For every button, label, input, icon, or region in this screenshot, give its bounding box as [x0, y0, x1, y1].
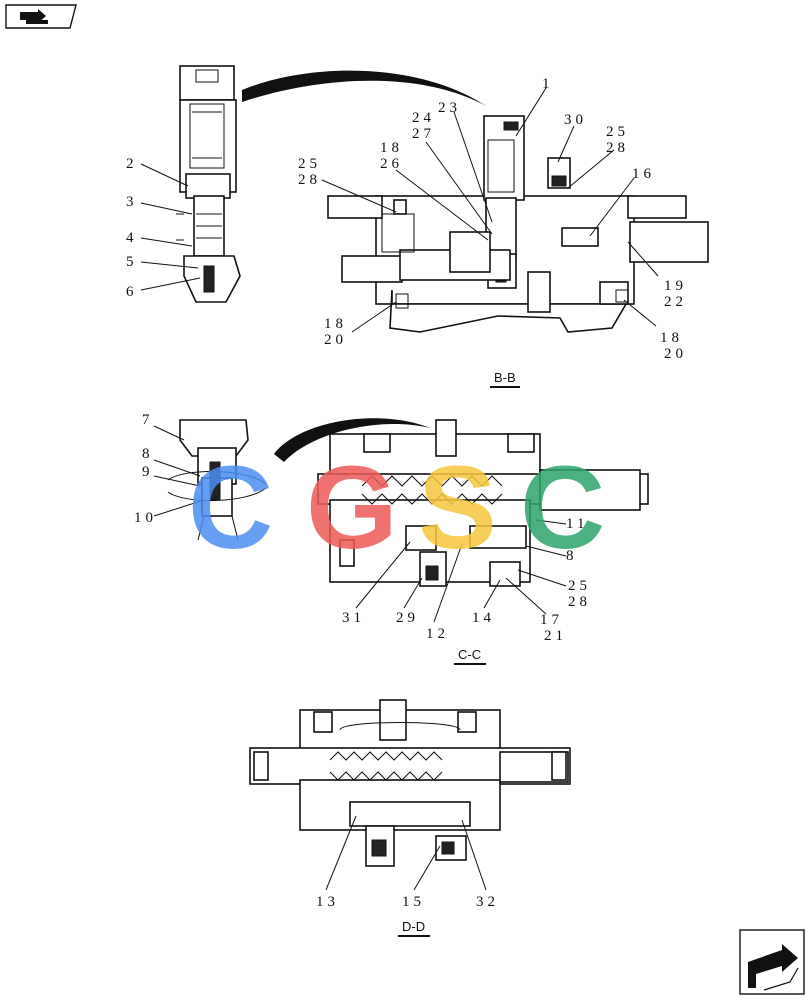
callout-25-top: 25	[606, 124, 629, 140]
callout-20-c: 20	[664, 346, 687, 362]
section-title-bb: B-B	[494, 370, 516, 385]
callout-8-b: 8	[566, 548, 578, 564]
section-dd-valve-body	[249, 699, 571, 867]
callout-31: 31	[342, 610, 365, 626]
callout-9: 9	[142, 464, 154, 480]
callout-18-b: 18	[324, 316, 347, 332]
callout-26: 26	[380, 156, 403, 172]
watermark-letter-g: G	[306, 442, 398, 574]
callout-18-a: 18	[380, 140, 403, 156]
callout-3: 3	[126, 194, 138, 210]
callout-28-cc: 28	[568, 594, 591, 610]
callout-20-b: 20	[324, 332, 347, 348]
callout-1: 1	[542, 76, 554, 92]
callout-16: 16	[632, 166, 655, 182]
callout-15: 15	[402, 894, 425, 910]
watermark-letter-c2: C	[520, 442, 605, 574]
section-title-dd: D-D	[402, 919, 425, 934]
watermark-letter-c1: C	[188, 442, 273, 574]
callout-25-left: 25	[298, 156, 321, 172]
callout-22: 22	[664, 294, 687, 310]
callout-17: 17	[540, 612, 563, 628]
section-bb-valve-body	[327, 115, 709, 333]
callout-8-a: 8	[142, 446, 154, 462]
page-forward-arrow-icon[interactable]	[739, 929, 805, 995]
leader-lines	[140, 87, 659, 891]
callout-28-left: 28	[298, 172, 321, 188]
callout-2: 2	[126, 156, 138, 172]
section-title-cc: C-C	[458, 647, 481, 662]
callout-29: 29	[396, 610, 419, 626]
callout-27: 27	[412, 126, 435, 142]
callout-10: 10	[134, 510, 157, 526]
callout-32: 32	[476, 894, 499, 910]
callout-12: 12	[426, 626, 449, 642]
watermark-letter-s: S	[418, 442, 497, 574]
callout-4: 4	[126, 230, 138, 246]
callout-19: 19	[664, 278, 687, 294]
section-titles: B-B C-C D-D	[398, 370, 520, 937]
callout-11: 11	[566, 516, 588, 532]
callout-21: 21	[544, 628, 567, 644]
callout-7: 7	[142, 412, 154, 428]
callout-25-cc: 25	[568, 578, 591, 594]
book-arrow-icon[interactable]	[5, 4, 77, 29]
callout-13: 13	[316, 894, 339, 910]
section-cc-valve-body	[317, 419, 649, 587]
detail-bb-cartridge	[176, 65, 241, 303]
callout-14: 14	[472, 610, 495, 626]
callout-24: 24	[412, 110, 435, 126]
callout-23: 23	[438, 100, 461, 116]
detail-cc-check-valve	[167, 419, 267, 541]
callout-6: 6	[126, 284, 138, 300]
callout-labels: 1 2 3 4 5 6 23 24 27 30 25 28 18 26 16 2…	[126, 76, 687, 910]
callout-5: 5	[126, 254, 138, 270]
callout-18-c: 18	[660, 330, 683, 346]
callout-28-top: 28	[606, 140, 629, 156]
watermark-logo: C G S C	[188, 442, 605, 574]
callout-30: 30	[564, 112, 587, 128]
